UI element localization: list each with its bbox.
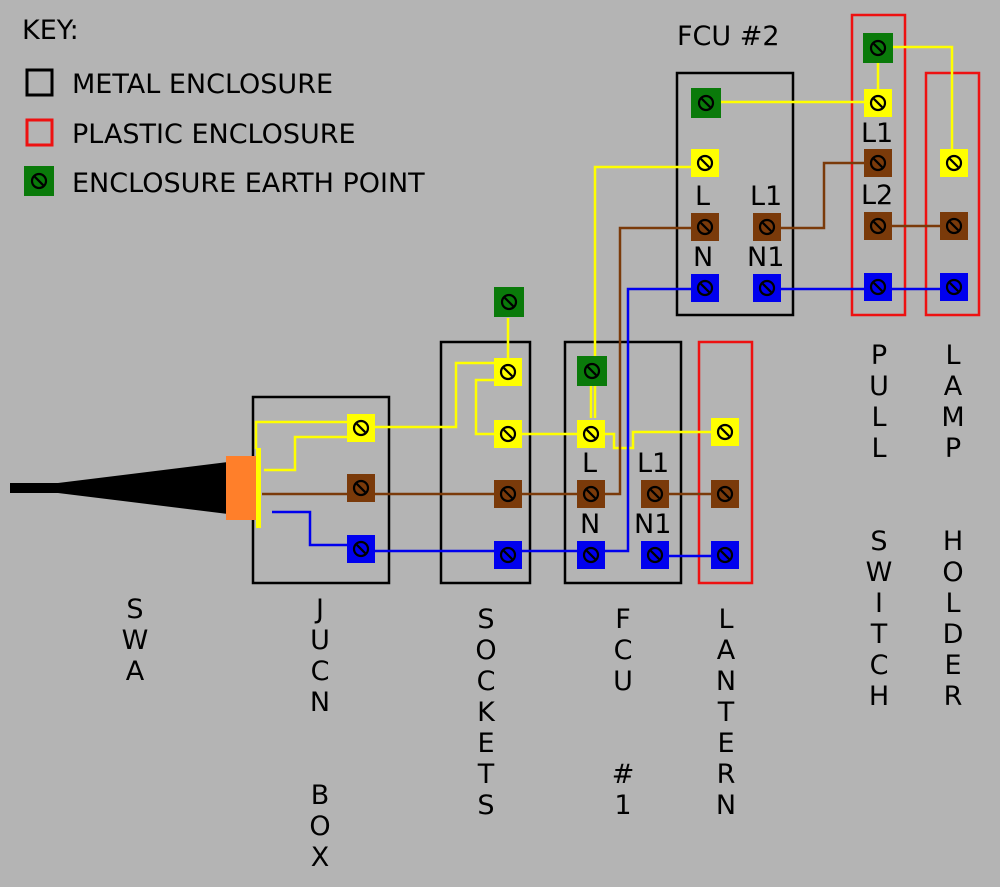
fcu2-L1-label: L1 — [750, 181, 782, 212]
legend-title: KEY: — [22, 15, 79, 46]
terminal-lantern-earth — [711, 418, 739, 446]
terminal-lamp-holder-live — [940, 212, 968, 240]
terminal-fcu2-N1 — [753, 274, 781, 302]
fcu2-L-label: L — [695, 181, 710, 212]
earth-wire-jb-to-sockets — [375, 361, 508, 429]
fcu1-L1-label: L1 — [637, 448, 669, 479]
terminal-jb-live — [347, 474, 375, 502]
terminal-pull-switch-earth — [864, 89, 892, 117]
fcu1-L-label: L — [582, 448, 597, 479]
terminal-lantern-live — [711, 480, 739, 508]
live-wire-fcu2-to-pull-switch — [781, 161, 878, 230]
earth-wire-core-to-jb — [264, 435, 347, 472]
gland-earth-washer — [256, 448, 261, 528]
terminal-sockets-earth-1 — [494, 358, 522, 386]
terminal-pull-switch-neutral — [864, 273, 892, 301]
fcu2-N1-label: N1 — [747, 242, 784, 273]
earth-wire-fcu1-to-fcu2 — [593, 165, 705, 418]
terminal-fcu2-earth — [691, 149, 719, 177]
pull-switch-enclosure — [850, 13, 907, 317]
pull-switch-L2-label: L2 — [861, 180, 893, 211]
neutral-wiring — [272, 287, 952, 558]
terminal-pull-switch-L2 — [864, 212, 892, 240]
terminal-fcu2-box-earth — [691, 88, 721, 118]
terminal-fcu1-box-earth — [577, 356, 607, 386]
lantern-enclosure — [697, 340, 754, 585]
legend-earth-icon — [24, 166, 54, 196]
terminal-lamp-holder-earth — [940, 149, 968, 177]
fcu1-N-label: N — [580, 509, 600, 540]
terminal-fcu1-earth — [577, 420, 605, 448]
earth-wiring — [254, 45, 954, 472]
earth-wire-fcu1-to-lantern — [605, 430, 725, 450]
legend: KEY: METAL ENCLOSURE PLASTIC ENCLOSURE E… — [22, 15, 425, 199]
legend-plastic-label: PLASTIC ENCLOSURE — [72, 119, 356, 150]
live-wiring — [262, 161, 952, 496]
legend-metal-swatch — [25, 68, 54, 97]
terminal-sockets-earth-2 — [494, 420, 522, 448]
legend-earth-label: ENCLOSURE EARTH POINT — [72, 168, 425, 199]
terminal-sockets-neutral — [494, 541, 522, 569]
fcu1-enclosure — [563, 340, 683, 585]
swa-cable — [10, 448, 261, 528]
terminal-jb-earth — [347, 414, 375, 442]
legend-plastic-swatch — [25, 118, 54, 147]
terminal-sockets-box-earth — [494, 287, 524, 317]
cable-gland — [226, 456, 260, 520]
sockets-enclosure — [439, 340, 532, 585]
terminal-fcu2-N — [691, 274, 719, 302]
live-wire-fcu1-to-fcu2 — [605, 226, 705, 496]
fcu2-enclosure — [675, 71, 795, 317]
earth-wire-socket-link — [474, 378, 591, 436]
neutral-wire-fcu1-to-fcu2 — [605, 287, 705, 553]
fcu2-N-label: N — [693, 242, 713, 273]
terminal-lantern-neutral — [711, 541, 739, 569]
earth-wire-gland-to-jb — [254, 420, 361, 449]
terminal-fcu1-N1 — [641, 541, 669, 569]
terminal-fcu1-L1 — [641, 480, 669, 508]
fcu1-N1-label: N1 — [634, 509, 671, 540]
terminal-jb-neutral — [347, 535, 375, 563]
terminal-lamp-holder-neutral — [940, 273, 968, 301]
terminal-sockets-live — [494, 480, 522, 508]
terminal-fcu1-N — [577, 541, 605, 569]
terminal-pull-switch-L1 — [864, 149, 892, 177]
legend-metal-label: METAL ENCLOSURE — [72, 69, 333, 100]
fcu2-title: FCU #2 — [677, 21, 780, 52]
terminal-pull-switch-box-earth — [863, 33, 893, 63]
terminal-fcu2-L — [691, 213, 719, 241]
terminal-fcu2-L1 — [753, 213, 781, 241]
earth-wire-pull-switch-to-lamp — [892, 45, 954, 161]
pull-switch-L1-label: L1 — [861, 118, 893, 149]
neutral-wire-core-to-jb — [272, 510, 347, 547]
terminal-fcu1-L — [577, 480, 605, 508]
